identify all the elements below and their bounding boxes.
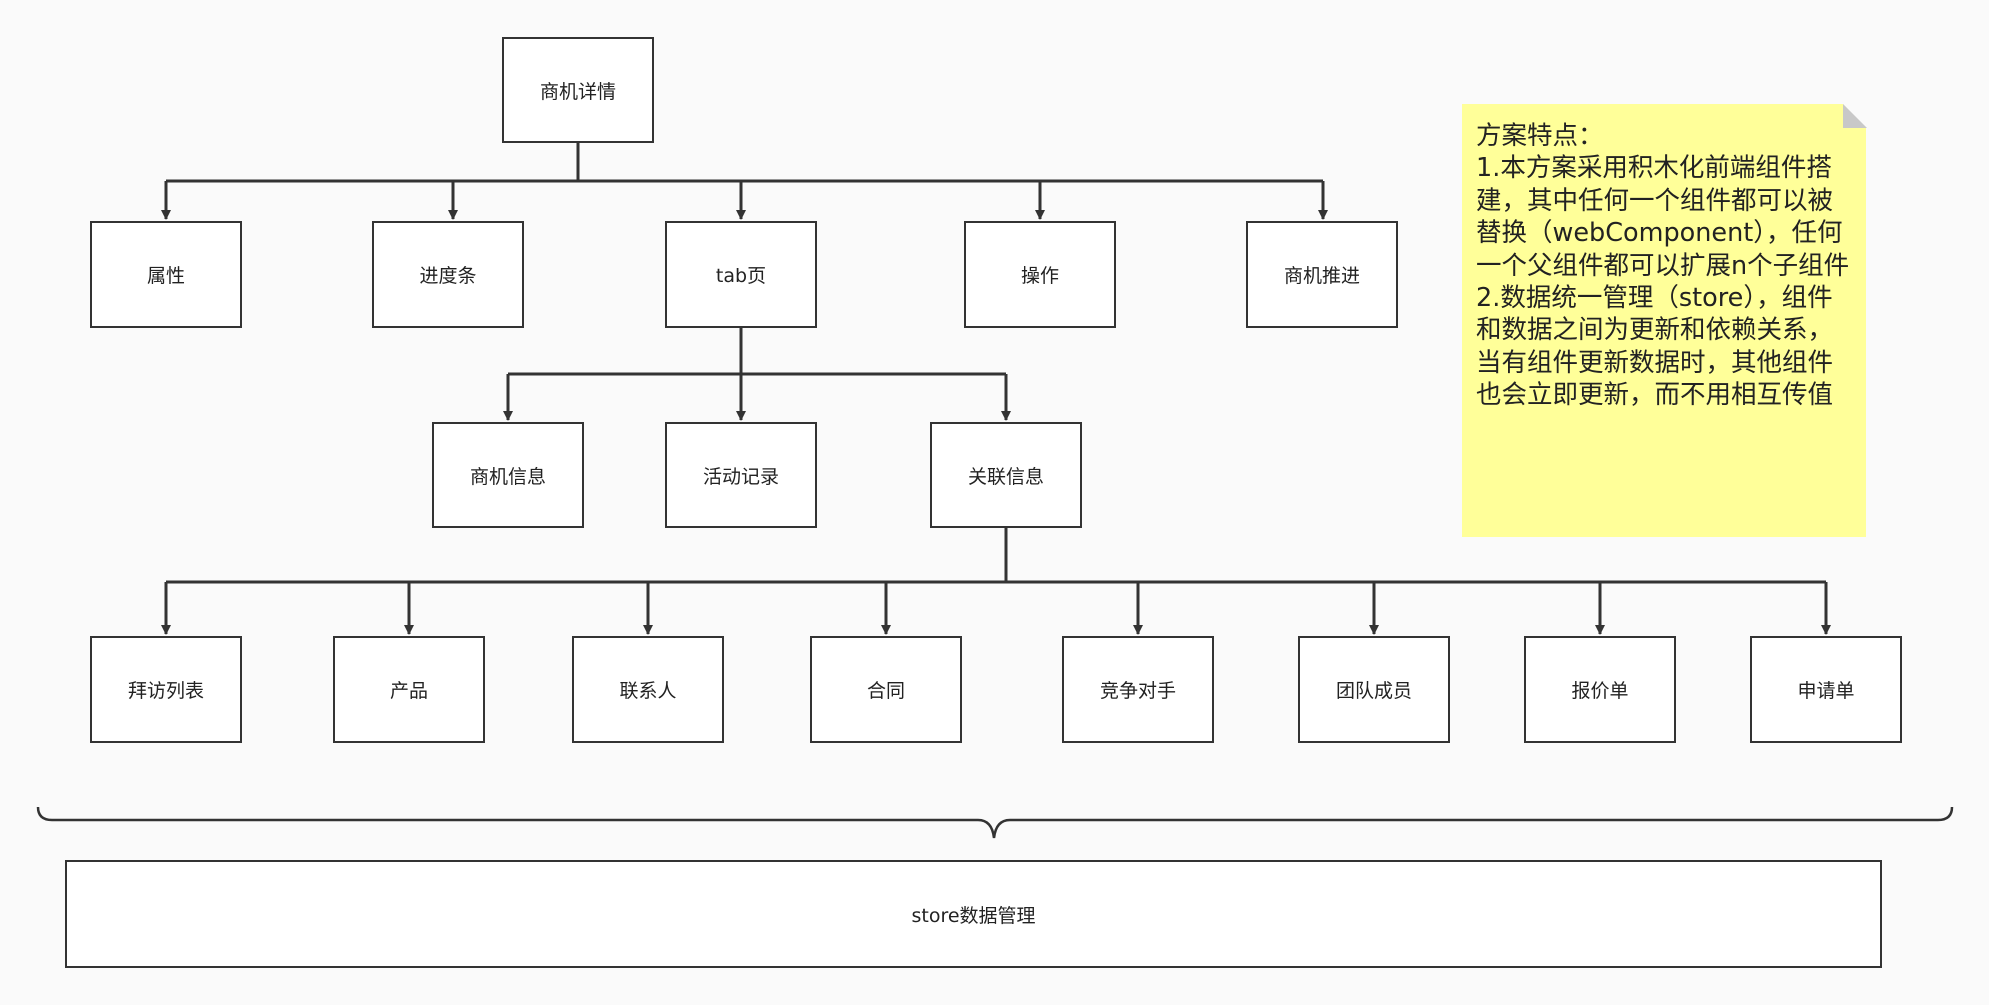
node-contract[interactable]: 合同	[810, 636, 962, 743]
node-activity-record[interactable]: 活动记录	[665, 422, 817, 528]
node-tab-page[interactable]: tab页	[665, 221, 817, 328]
sticky-note-solution-features[interactable]: 方案特点： 1.本方案采用积木化前端组件搭建，其中任何一个组件都可以被替换（we…	[1462, 104, 1866, 537]
node-root-opportunity-detail[interactable]: 商机详情	[502, 37, 654, 143]
node-product[interactable]: 产品	[333, 636, 485, 743]
node-competitor[interactable]: 竞争对手	[1062, 636, 1214, 743]
node-contact[interactable]: 联系人	[572, 636, 724, 743]
node-application[interactable]: 申请单	[1750, 636, 1902, 743]
node-visit-list[interactable]: 拜访列表	[90, 636, 242, 743]
node-attributes[interactable]: 属性	[90, 221, 242, 328]
node-quotation[interactable]: 报价单	[1524, 636, 1676, 743]
node-opportunity-info[interactable]: 商机信息	[432, 422, 584, 528]
node-progress-bar[interactable]: 进度条	[372, 221, 524, 328]
node-store-data-management[interactable]: store数据管理	[65, 860, 1882, 968]
node-related-info[interactable]: 关联信息	[930, 422, 1082, 528]
node-opportunity-advance[interactable]: 商机推进	[1246, 221, 1398, 328]
curly-brace	[36, 806, 1954, 839]
node-team-member[interactable]: 团队成员	[1298, 636, 1450, 743]
node-operation[interactable]: 操作	[964, 221, 1116, 328]
